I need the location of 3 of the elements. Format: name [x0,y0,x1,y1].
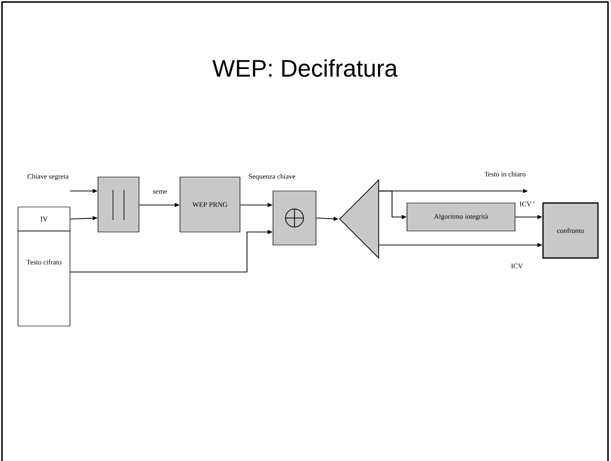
slide-title: WEP: Decifratura [212,59,398,77]
concat-box [98,176,140,232]
xor-box [272,190,316,246]
